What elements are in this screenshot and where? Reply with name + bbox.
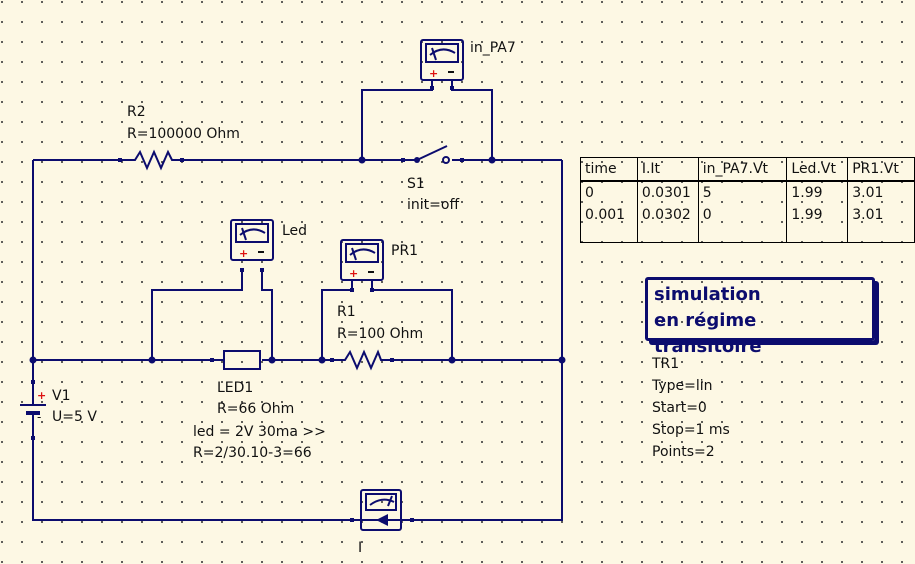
col-header: Led.Vt	[786, 157, 849, 182]
col-header: PR1.Vt	[847, 157, 915, 182]
probe-in-pa7-icon[interactable]: +	[420, 39, 464, 90]
svg-text:+: +	[239, 247, 248, 260]
table-row-empty	[580, 226, 915, 243]
table-cell: 0.001	[580, 204, 638, 226]
col-header: I.It	[636, 157, 699, 182]
s1-init: init=off	[407, 197, 460, 213]
ammeter-i-icon[interactable]	[350, 489, 414, 531]
table-cell: 3.01	[847, 181, 915, 204]
table-cell: 0	[697, 204, 788, 226]
led1-component[interactable]	[210, 350, 261, 370]
svg-text:+: +	[429, 67, 438, 80]
table-cell: 0.0301	[636, 181, 699, 204]
table-cell: 1.99	[786, 181, 849, 204]
simulation-title-line1: simulation	[654, 284, 761, 305]
v1-value: U=5 V	[52, 409, 97, 425]
sim-name: TR1	[652, 356, 680, 372]
sim-start: Start=0	[652, 400, 707, 416]
table-cell: 0.0302	[636, 204, 699, 226]
probe-pr1-icon[interactable]: +	[340, 239, 384, 292]
s1-name: S1	[407, 176, 425, 192]
wires	[32, 80, 563, 521]
simulation-title-line2: en régime transitoire	[654, 310, 762, 357]
table-cell: 3.01	[847, 204, 915, 226]
v1-minus-marker: -	[37, 410, 42, 424]
led1-name: LED1	[217, 380, 254, 396]
led1-note2: R=2/30.10-3=66	[193, 445, 312, 461]
table-row: 0.001 0.0302 0 1.99 3.01	[580, 204, 915, 226]
led1-value: R=66 Ohm	[217, 401, 295, 417]
probe-led-label: Led	[282, 223, 308, 239]
ammeter-label: I	[358, 540, 363, 556]
probe-in-pa7-label: in_PA7	[470, 40, 516, 56]
table-cell: 5	[697, 181, 788, 204]
simulation-box[interactable]: simulation en régime transitoire	[645, 277, 875, 357]
r2-name: R2	[127, 104, 146, 120]
v1-plus-marker: +	[37, 389, 47, 402]
probe-pr1-label: PR1	[391, 243, 419, 259]
r1-name: R1	[337, 304, 356, 320]
resistor-r1[interactable]	[330, 349, 394, 371]
svg-text:+: +	[349, 267, 358, 280]
r2-value: R=100000 Ohm	[127, 126, 240, 142]
resistor-r2[interactable]	[118, 149, 184, 171]
switch-s1[interactable]	[401, 145, 464, 164]
led1-note1: led = 2V 30ma >>	[193, 424, 326, 440]
col-header: time	[580, 157, 638, 182]
sim-stop: Stop=1 ms	[652, 422, 730, 438]
table-cell: 0	[580, 181, 638, 204]
junction-nodes	[29, 156, 566, 364]
sim-type: Type=lin	[652, 378, 713, 394]
table-cell: 1.99	[786, 204, 849, 226]
results-table[interactable]: time I.It in_PA7.Vt Led.Vt PR1.Vt 0 0.03…	[580, 157, 915, 243]
v1-name: V1	[52, 388, 71, 404]
r1-value: R=100 Ohm	[337, 326, 424, 342]
sim-points: Points=2	[652, 444, 715, 460]
probe-led-icon[interactable]: +	[230, 219, 274, 272]
table-header-row: time I.It in_PA7.Vt Led.Vt PR1.Vt	[580, 157, 915, 182]
table-row: 0 0.0301 5 1.99 3.01	[580, 181, 915, 204]
voltage-source-v1[interactable]	[20, 380, 46, 440]
col-header: in_PA7.Vt	[697, 157, 788, 182]
